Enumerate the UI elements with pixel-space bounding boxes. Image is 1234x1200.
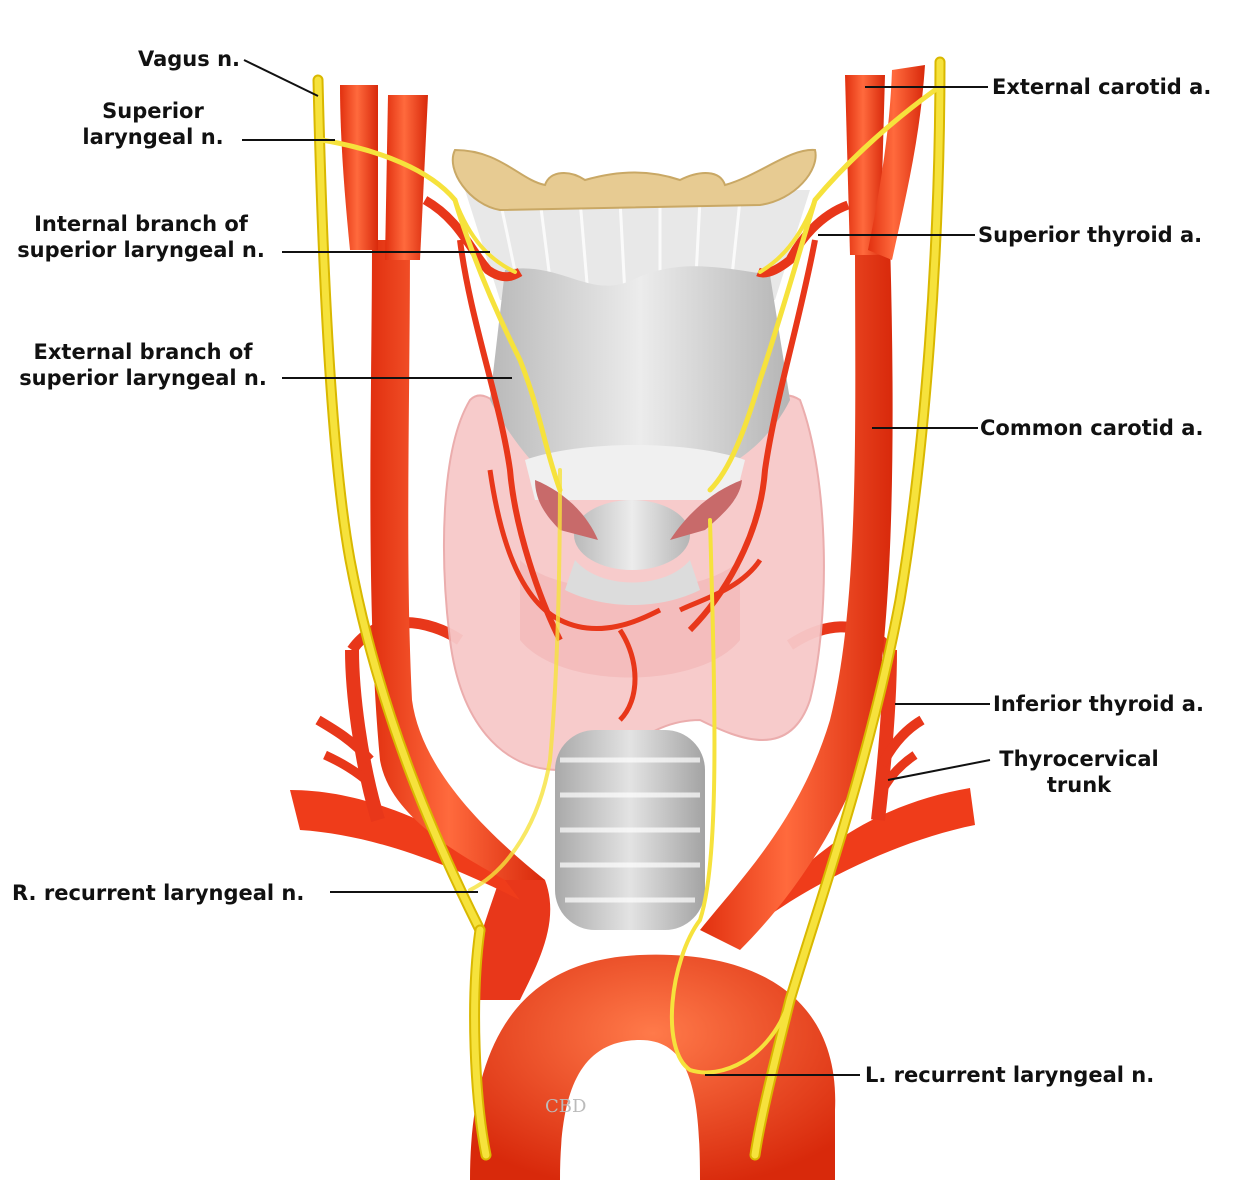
larynx xyxy=(465,190,810,605)
label-thyrocervical-trunk: Thyrocervical trunk xyxy=(999,747,1159,797)
artist-signature: CBD xyxy=(545,1096,586,1117)
label-superior-laryngeal-nerve: Superior laryngeal n. xyxy=(82,99,224,149)
trachea xyxy=(555,730,705,930)
label-vagus-nerve: Vagus n. xyxy=(138,47,240,71)
leader-lines xyxy=(242,59,991,1076)
label-internal-branch: Internal branch of superior laryngeal n. xyxy=(17,212,265,262)
left-carotid xyxy=(700,65,925,950)
label-common-carotid: Common carotid a. xyxy=(980,416,1204,440)
label-inferior-thyroid-artery: Inferior thyroid a. xyxy=(993,692,1204,716)
nerves xyxy=(312,56,946,1161)
label-external-branch: External branch of superior laryngeal n. xyxy=(19,340,267,390)
right-carotid xyxy=(340,85,545,880)
label-superior-thyroid-artery: Superior thyroid a. xyxy=(978,223,1203,247)
aortic-arch xyxy=(470,860,836,1180)
hyoid-bone xyxy=(451,148,817,212)
label-external-carotid: External carotid a. xyxy=(992,75,1212,99)
superior-thyroid-arteries xyxy=(422,196,850,722)
label-r-recurrent-laryngeal: R. recurrent laryngeal n. xyxy=(12,881,305,905)
label-l-recurrent-laryngeal: L. recurrent laryngeal n. xyxy=(865,1063,1155,1087)
